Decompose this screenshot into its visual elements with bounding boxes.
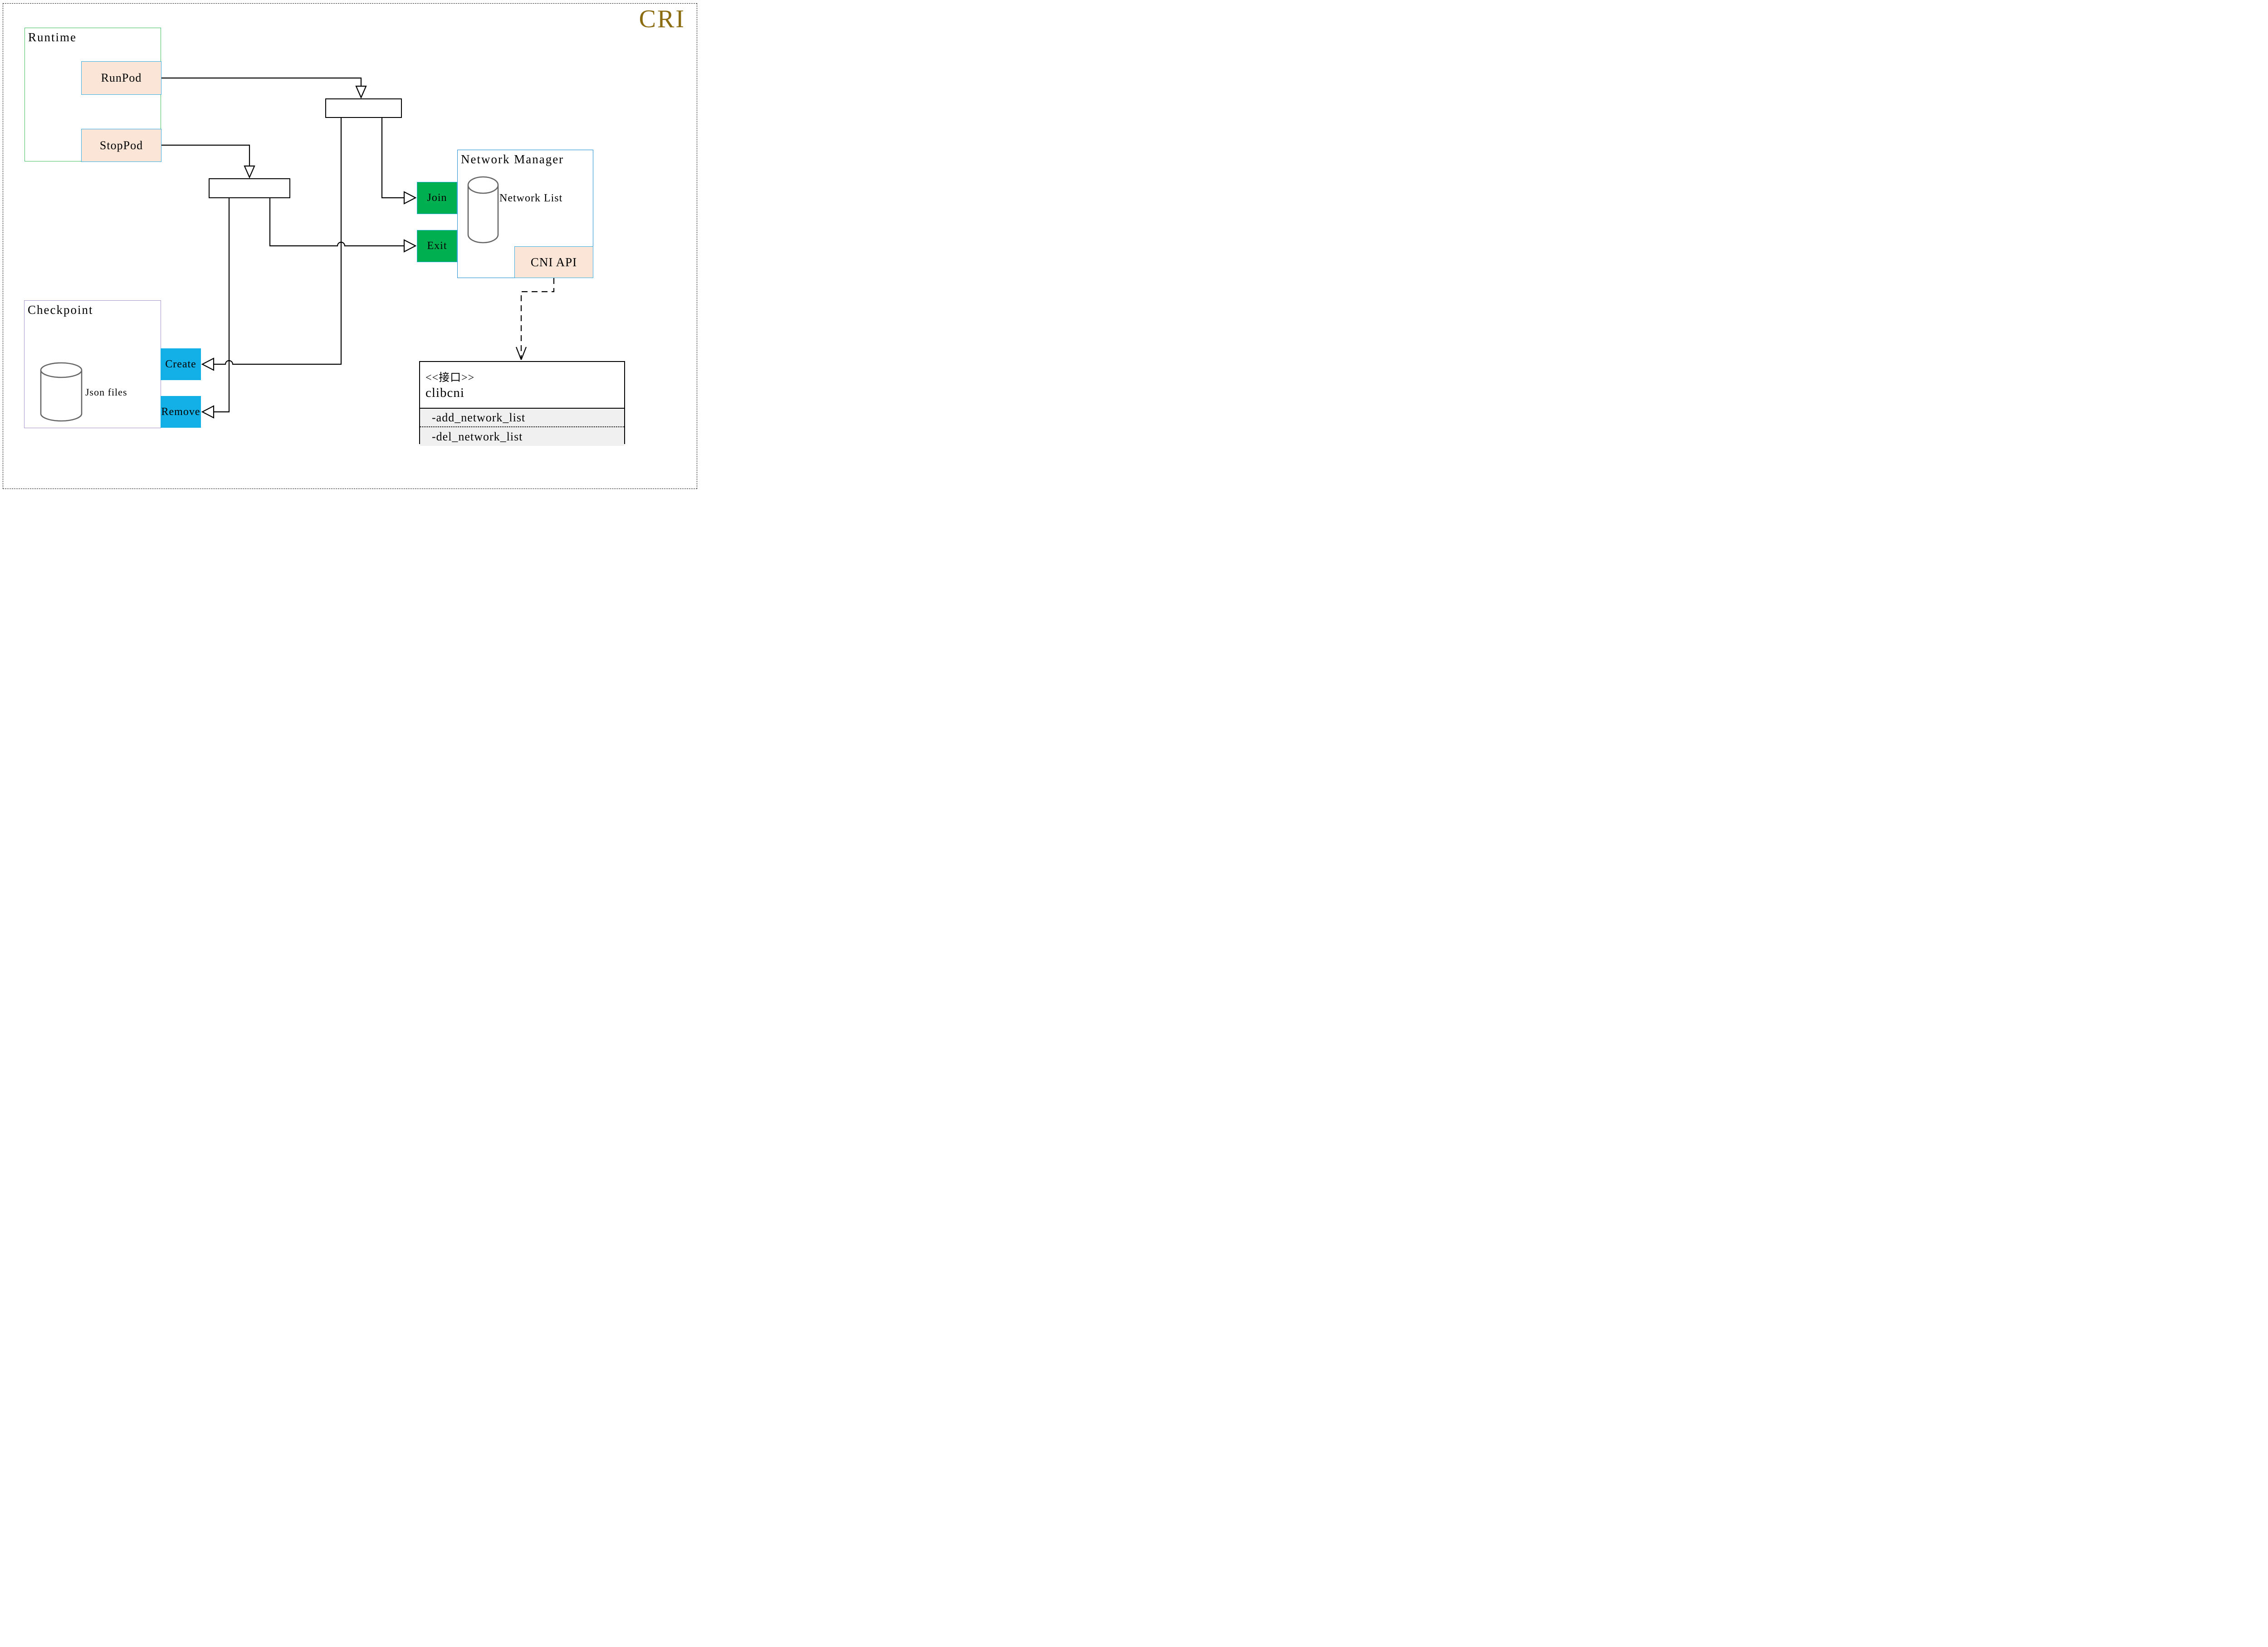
network-manager-title: Network Manager: [461, 152, 564, 166]
hollow-arrow-right-icon: [403, 239, 417, 253]
connector-node-stoppod: [209, 178, 290, 198]
clibcni-interface-box: <<接口>> clibcni -add_network_list -del_ne…: [419, 361, 625, 446]
runpod-label: RunPod: [101, 71, 142, 84]
remove-node: Remove: [161, 396, 201, 428]
network-list-database-icon: [467, 176, 499, 244]
hollow-arrow-left-icon: [201, 405, 215, 419]
edge-runpod-to-connector1: [161, 77, 362, 86]
runtime-title: Runtime: [28, 30, 77, 44]
clibcni-method-del-network-list: -del_network_list: [432, 430, 523, 443]
edge-connector2-to-remove: [214, 198, 230, 413]
join-label: Join: [427, 192, 447, 204]
remove-label: Remove: [161, 406, 200, 418]
exit-label: Exit: [427, 240, 447, 252]
runpod-node: RunPod: [81, 61, 161, 95]
edges-layer: [40, 77, 555, 422]
json-files-label: Json files: [85, 386, 127, 398]
clibcni-stereotype: <<接口>>: [425, 372, 475, 384]
stoppod-label: StopPod: [99, 138, 143, 152]
edge-cniapi-to-clibcni: [520, 278, 555, 358]
join-node: Join: [417, 182, 457, 214]
edge-connector1-to-create: [214, 118, 342, 365]
clibcni-method-add-network-list: -add_network_list: [420, 409, 624, 427]
clibcni-name: clibcni: [425, 386, 464, 400]
hollow-arrow-down-icon: [244, 165, 255, 179]
create-label: Create: [165, 358, 196, 370]
json-files-database-icon: [40, 362, 83, 422]
open-v-arrow-icon: [515, 347, 527, 360]
page-title: CRI: [639, 5, 685, 33]
cni-api-node: CNI API: [514, 246, 593, 278]
diagram-canvas: CRI Runtime RunPod StopPod Network Manag…: [0, 0, 701, 493]
edge-stoppod-to-connector2: [161, 144, 250, 166]
cni-api-label: CNI API: [530, 255, 577, 269]
hollow-arrow-right-icon: [403, 191, 417, 205]
hollow-arrow-left-icon: [201, 357, 215, 371]
edge-connector2-to-exit: [269, 198, 404, 247]
edge-connector1-to-join: [381, 118, 404, 199]
create-node: Create: [161, 348, 201, 380]
exit-node: Exit: [417, 230, 457, 262]
clibcni-methods-section: -add_network_list -del_network_list: [420, 408, 624, 446]
stoppod-node: StopPod: [81, 129, 161, 162]
clibcni-header: <<接口>> clibcni: [420, 362, 624, 408]
hollow-arrow-down-icon: [355, 85, 367, 99]
network-list-label: Network List: [499, 192, 563, 204]
checkpoint-title: Checkpoint: [28, 303, 93, 317]
connector-node-runpod: [325, 98, 402, 118]
diagram-outer-border: [3, 3, 697, 489]
